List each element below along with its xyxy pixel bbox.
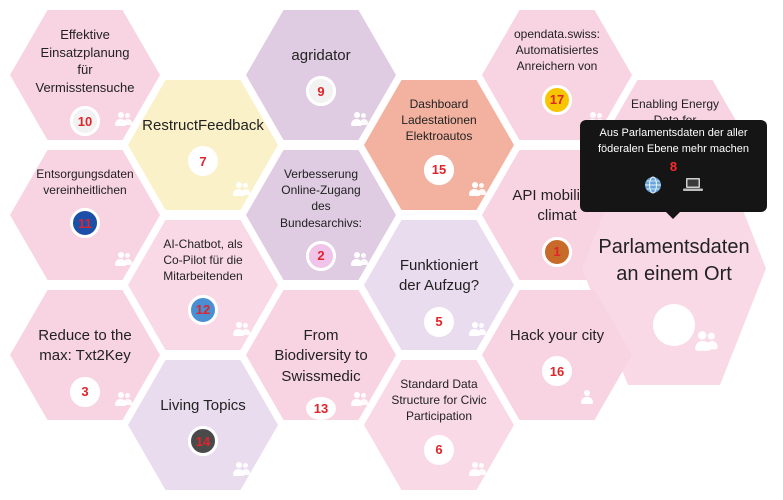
project-number: 10: [77, 113, 93, 129]
people-icon: [114, 391, 132, 407]
project-logo: [306, 240, 336, 271]
project-hex-14[interactable]: From Biodiversity to Swissmedic 13: [246, 290, 396, 420]
project-number-badge: 2: [306, 240, 336, 271]
project-title[interactable]: API mobilité - climat: [512, 187, 602, 225]
project-number-badge: 15: [424, 154, 454, 185]
project-hex-17[interactable]: Standard Data Structure for Civic Partic…: [364, 360, 514, 490]
project-title[interactable]: From Biodiversity to Swissmedic: [274, 327, 368, 385]
project-title[interactable]: Standard Data Structure for Civic Partic…: [391, 377, 487, 424]
project-title[interactable]: Verbesserung Online-Zugang des Bundesarc…: [279, 167, 363, 230]
project-number-badge: 9: [306, 76, 336, 107]
project-number: 6: [435, 442, 443, 458]
project-title[interactable]: Entsorgungsdaten vereinheitlichen: [36, 167, 134, 198]
globe-icon[interactable]: [644, 176, 662, 199]
project-number: 14: [195, 433, 211, 449]
project-hex-4[interactable]: RestructFeedback 7: [128, 80, 278, 210]
project-number-badge: 3: [70, 376, 100, 407]
project-number-badge: 1: [542, 236, 572, 267]
project-logo: [424, 154, 454, 185]
project-number-badge: 12: [188, 294, 218, 325]
project-number: 15: [431, 162, 447, 178]
project-hex-16[interactable]: Living Topics 14: [128, 360, 278, 490]
project-logo: [306, 76, 336, 107]
project-hex-8[interactable]: Verbesserung Online-Zugang des Bundesarc…: [246, 150, 396, 280]
project-hex-2[interactable]: agridator 9: [246, 10, 396, 140]
people-icon: [350, 111, 368, 127]
people-icon: [114, 251, 132, 267]
person-icon: [581, 390, 593, 405]
project-hex-5[interactable]: Dashboard Ladestationen Elektroautos 15: [364, 80, 514, 210]
tooltip-title: Aus Parlamentsdaten der aller föderalen …: [597, 127, 750, 155]
people-icon: [692, 330, 718, 352]
project-number: 9: [317, 83, 325, 99]
project-title[interactable]: Dashboard Ladestationen Elektroautos: [401, 97, 477, 144]
project-title[interactable]: opendata.swiss: Automatisiertes Anreiche…: [513, 27, 601, 74]
project-title[interactable]: agridator: [291, 47, 351, 64]
project-number: 3: [81, 384, 89, 399]
project-number-badge: 6: [424, 434, 454, 465]
project-number-badge: 5: [424, 306, 454, 337]
project-title[interactable]: Reduce to the max: Txt2Key: [38, 327, 132, 365]
laptop-icon[interactable]: [682, 176, 704, 199]
project-logo: [70, 106, 100, 137]
project-number-badge: [653, 304, 695, 346]
project-hex-7[interactable]: Entsorgungsdaten vereinheitlichen 11: [10, 150, 160, 280]
project-title[interactable]: RestructFeedback: [142, 117, 264, 134]
project-number-badge: 16: [542, 356, 572, 387]
project-number: 11: [78, 215, 92, 231]
people-icon: [114, 111, 132, 127]
people-icon: [468, 181, 486, 197]
project-number: 13: [313, 400, 329, 416]
project-number-badge: 14: [188, 426, 218, 457]
project-logo: [70, 376, 100, 407]
project-number-badge: 13: [306, 396, 336, 420]
project-number-badge: 11: [70, 208, 100, 239]
people-icon: [350, 251, 368, 267]
project-number: 2: [317, 248, 325, 264]
project-hex-10[interactable]: AI-Chatbot, als Co-Pilot für die Mitarbe…: [128, 220, 278, 350]
people-icon: [232, 461, 250, 477]
project-number: 1: [553, 244, 561, 259]
project-title[interactable]: Living Topics: [160, 397, 246, 414]
project-logo: [70, 208, 100, 239]
project-number: 16: [549, 363, 565, 379]
people-icon: [468, 461, 486, 477]
project-title[interactable]: Hack your city: [509, 327, 605, 344]
project-number: 17: [549, 92, 565, 108]
people-icon: [350, 391, 368, 407]
project-number: 12: [195, 302, 211, 318]
project-title[interactable]: AI-Chatbot, als Co-Pilot für die Mitarbe…: [163, 237, 243, 284]
project-number-badge: 10: [70, 106, 100, 137]
project-number: 5: [435, 314, 443, 329]
project-tooltip: Aus Parlamentsdaten der aller föderalen …: [580, 120, 767, 219]
people-icon: [468, 321, 486, 337]
project-title[interactable]: Effektive Einsatzplanung für Vermisstens…: [35, 27, 135, 95]
people-icon: [232, 181, 250, 197]
project-number-badge: 7: [188, 146, 218, 177]
project-hex-13[interactable]: Reduce to the max: Txt2Key 3: [10, 290, 160, 420]
tooltip-arrow: [666, 212, 680, 219]
project-logo: [188, 426, 218, 457]
project-logo: [542, 236, 572, 267]
project-hex-11[interactable]: Funktioniert der Aufzug? 5: [364, 220, 514, 350]
project-title[interactable]: Parlamentsdaten an einem Ort: [598, 236, 750, 285]
project-logo: [542, 84, 572, 115]
project-number: 7: [199, 153, 207, 169]
project-logo: [188, 294, 218, 325]
tooltip-number: 8: [669, 158, 678, 174]
project-hex-1[interactable]: Effektive Einsatzplanung für Vermisstens…: [10, 10, 160, 140]
project-number-badge: 17: [542, 84, 572, 115]
people-icon: [232, 321, 250, 337]
project-title[interactable]: Funktioniert der Aufzug?: [398, 257, 480, 295]
